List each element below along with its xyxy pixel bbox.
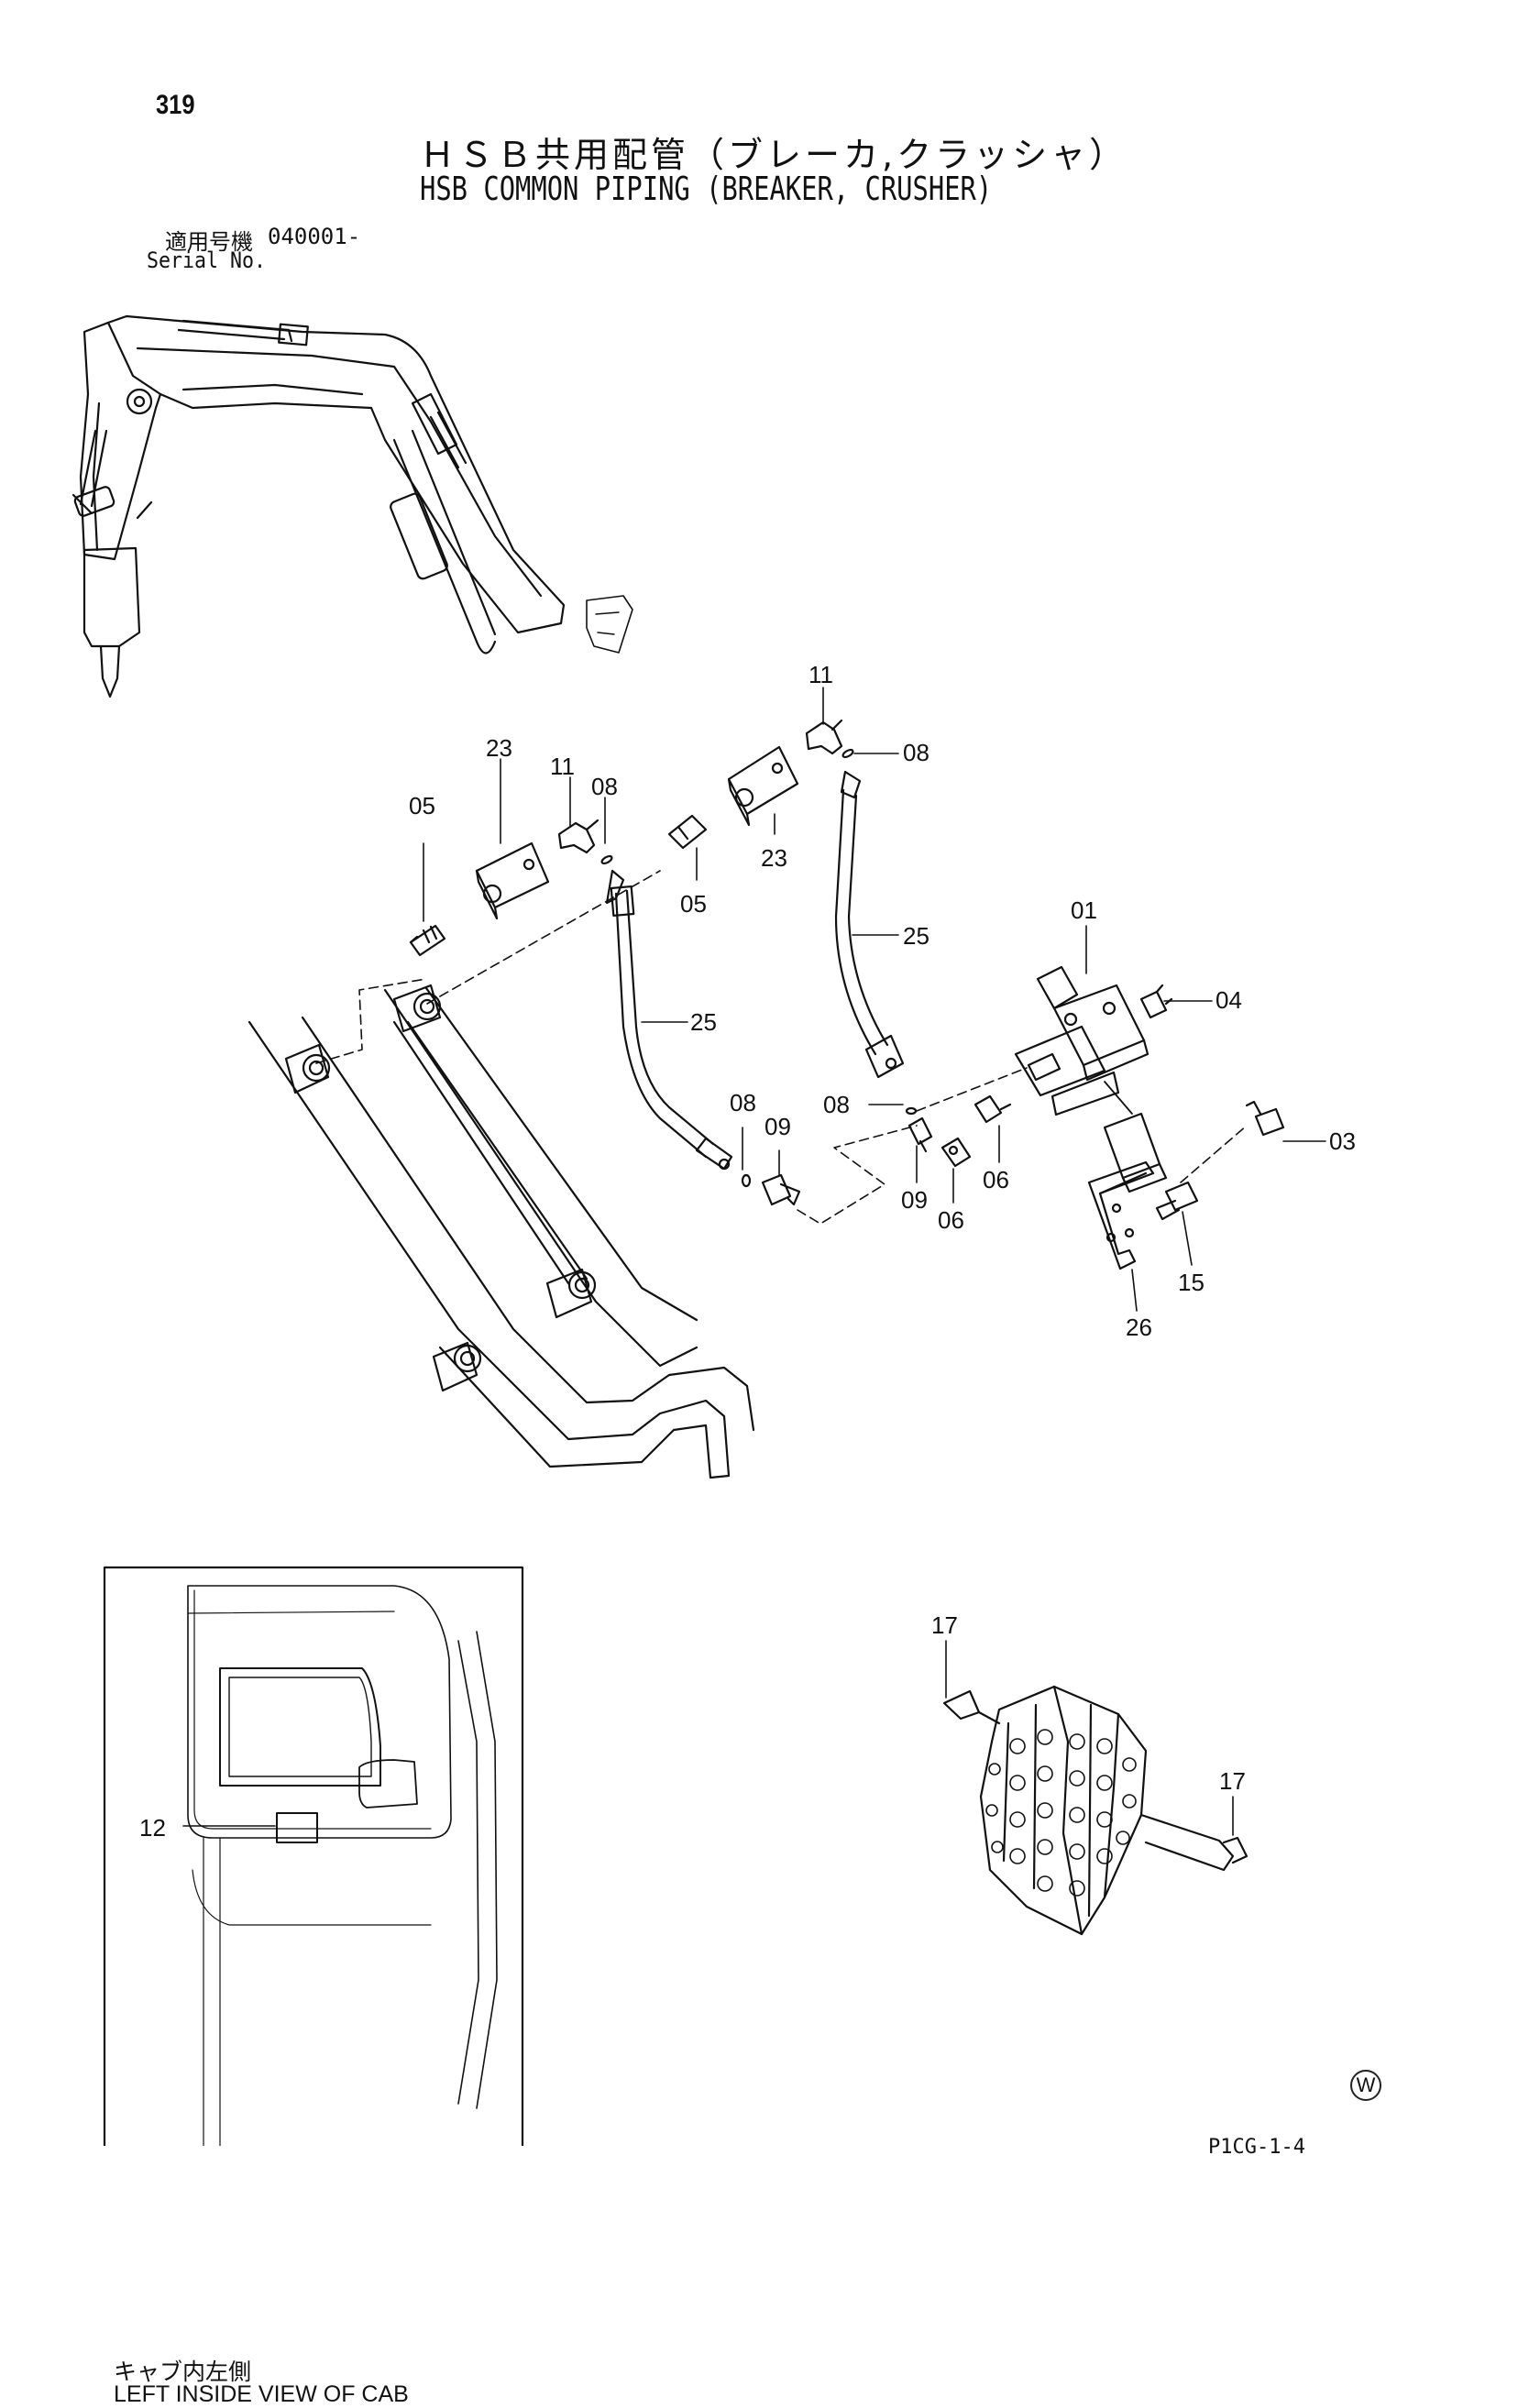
- adapter-09: [908, 1116, 933, 1153]
- bolt-03: [1245, 1100, 1285, 1137]
- pipe-clamp: [432, 1341, 482, 1392]
- o-ring: [842, 748, 854, 759]
- valve-assembly-01: [1014, 965, 1150, 1116]
- part-label-25: 25: [903, 922, 930, 950]
- bracket-26: [1087, 1160, 1155, 1270]
- part-label-11: 11: [550, 753, 575, 780]
- hose-25-right: [834, 770, 905, 1079]
- serial-label-english: Serial No.: [147, 247, 267, 273]
- part-label-26: 26: [1126, 1314, 1152, 1341]
- part-label-01: 01: [1071, 896, 1097, 924]
- cab-inset-panel: 12: [103, 1566, 524, 2146]
- bolt-15: [1155, 1181, 1199, 1221]
- part-label-04: 04: [1216, 986, 1242, 1014]
- part-label-08: 08: [823, 1091, 850, 1118]
- part-label-03: 03: [1329, 1127, 1356, 1155]
- part-labels: 11 08 23 11 08 05 23 05 25 01 04 25 08 0…: [409, 661, 1356, 1795]
- o-ring: [905, 1106, 918, 1116]
- fitting-adapter-05: [667, 814, 708, 850]
- part-label-06: 06: [938, 1206, 964, 1234]
- connector-block-23: [727, 745, 799, 827]
- adapter-09: [761, 1173, 801, 1206]
- watermark-symbol: W: [1350, 2070, 1381, 2101]
- elbow-fitting-11: [557, 819, 600, 854]
- part-label-23: 23: [486, 734, 512, 762]
- elbow-fitting-11: [805, 719, 843, 755]
- part-label-05: 05: [680, 890, 707, 918]
- serial-label-japanese: 適用号機: [165, 229, 253, 255]
- excavator-front-drawing: [72, 314, 633, 698]
- part-label-17: 17: [1219, 1767, 1246, 1795]
- serial-value: 040001-: [268, 224, 361, 249]
- pipe-clamp: [392, 984, 442, 1033]
- part-label-08: 08: [903, 739, 930, 766]
- boom-pipe-assembly: [248, 870, 755, 1479]
- part-label-17: 17: [931, 1611, 958, 1639]
- part-label-06: 06: [983, 1166, 1009, 1193]
- solenoid-valve: [1103, 1112, 1168, 1193]
- fitting-adapter-05: [409, 924, 446, 957]
- part-label-25: 25: [690, 1008, 717, 1036]
- part-label-08: 08: [591, 773, 618, 800]
- title-english: HSB COMMON PIPING (BREAKER, CRUSHER): [420, 170, 993, 208]
- connector-block-23: [475, 841, 550, 920]
- parts-diagram: 11 08 23 11 08 05 23 05 25 01 04 25 08 0…: [72, 314, 1356, 2146]
- part-label-08: 08: [730, 1089, 756, 1116]
- pipe-clamp: [545, 1268, 597, 1319]
- title-japanese: ＨＳＢ共用配管（ブレーカ,クラッシャ）: [420, 135, 1128, 175]
- page-number: 319: [156, 90, 195, 120]
- part-label-09: 09: [901, 1186, 928, 1214]
- part-label-11: 11: [808, 661, 833, 688]
- o-ring: [741, 1173, 752, 1188]
- part-label-15: 15: [1178, 1269, 1204, 1296]
- o-ring: [600, 854, 613, 865]
- figure-code: P1CG-1-4: [1208, 2136, 1305, 2159]
- hose-25-left: [605, 869, 733, 1171]
- control-valve-drawing: [942, 1685, 1248, 1936]
- pipe-clamp: [284, 1043, 331, 1094]
- elbow-06: [940, 1137, 972, 1168]
- part-label-09: 09: [764, 1113, 791, 1140]
- leader-lines: [423, 687, 1326, 1836]
- part-label-12: 12: [139, 1814, 166, 1842]
- inset-caption-english: LEFT INSIDE VIEW OF CAB: [114, 2381, 409, 2407]
- part-label-23: 23: [761, 844, 787, 872]
- elbow-06: [974, 1094, 1012, 1124]
- part-label-05: 05: [409, 792, 435, 819]
